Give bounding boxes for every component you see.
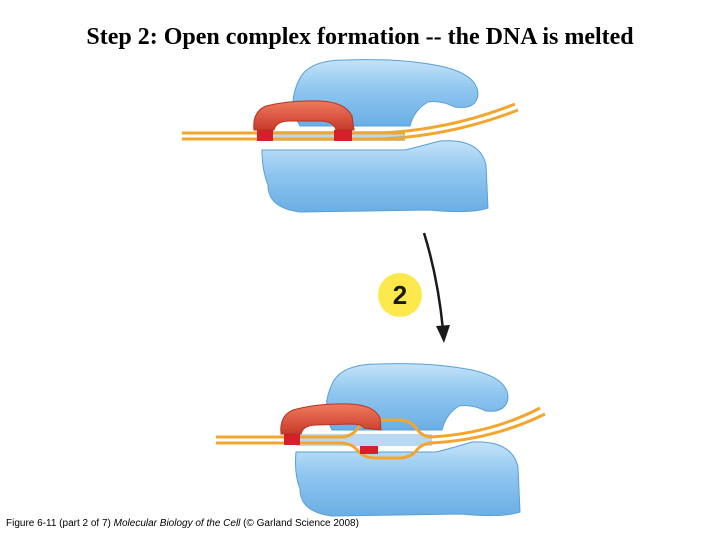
arrow-shaft: [422, 232, 445, 331]
dna-strand-top-right: [429, 406, 541, 439]
transition-arrow: [422, 232, 450, 343]
step-badge-number: 2: [393, 280, 407, 310]
closed-complex: [182, 59, 519, 213]
promoter-mark-minus35: [257, 130, 273, 141]
promoter-mark-minus10: [334, 130, 352, 141]
sigma-factor: [253, 100, 355, 131]
sigma-factor-open: [280, 403, 382, 435]
rna-polymerase-lower-body: [261, 140, 489, 213]
step-badge-circle: [378, 273, 422, 317]
open-complex: [216, 363, 546, 517]
slide-title: Step 2: Open complex formation -- the DN…: [86, 24, 634, 50]
arrow-head: [436, 325, 450, 343]
promoter-mark-minus10-open: [360, 446, 378, 454]
promoter-mark-minus35-open: [284, 434, 300, 445]
caption-figure-ref: Figure 6-11 (part 2 of 7): [6, 518, 111, 529]
caption-book-title: Molecular Biology of the Cell: [113, 518, 241, 529]
melted-strand-bottom: [296, 441, 433, 460]
figure-caption: Figure 6-11 (part 2 of 7) Molecular Biol…: [6, 518, 359, 529]
caption-copyright: (© Garland Science 2008): [243, 518, 359, 529]
step-badge: 2: [378, 273, 422, 317]
dna-strand-bottom-right: [429, 412, 546, 445]
rna-polymerase-lower-body-open: [295, 441, 521, 517]
